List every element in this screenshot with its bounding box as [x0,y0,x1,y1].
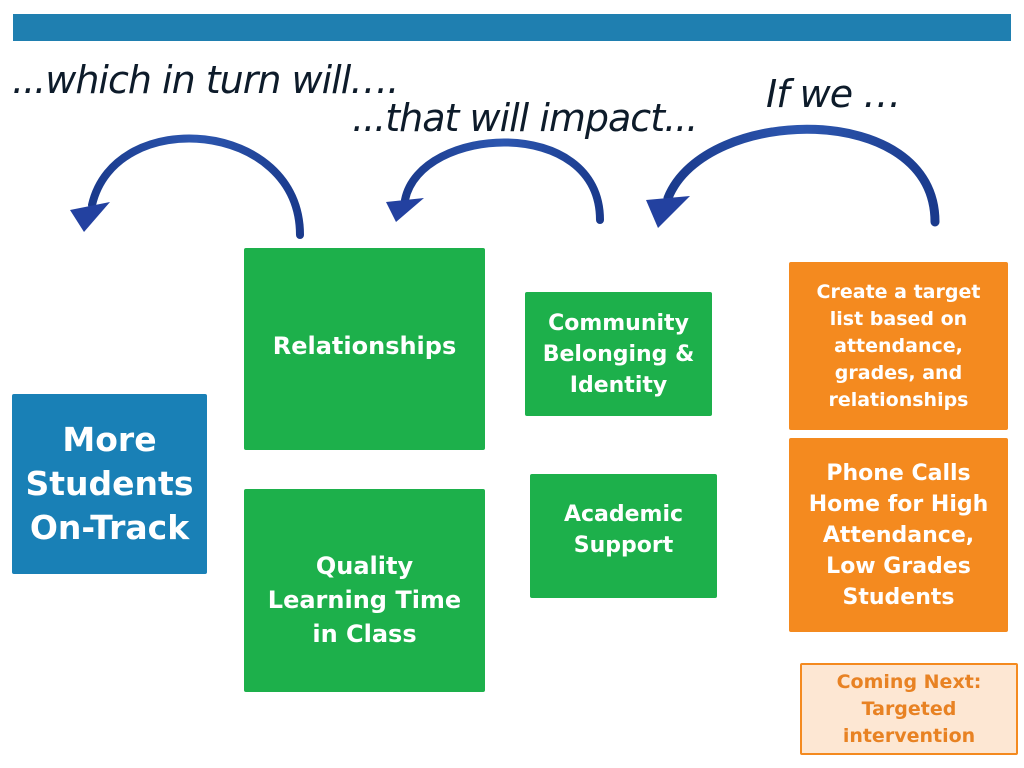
caption-that-will-impact: ...that will impact... [352,96,698,140]
header-bar [13,14,1011,41]
arrow-middle [386,138,604,224]
box-relationships-label: Relationships [272,332,457,360]
box-academic-support: Academic Support [530,474,717,598]
box-community-belonging: Community Belonging & Identity [525,292,712,416]
box-next-label: Coming Next: Targeted intervention [836,670,982,747]
box-community-label: Community Belonging & Identity [542,310,695,398]
box-coming-next: Coming Next: Targeted intervention [800,663,1018,755]
box-phone-calls: Phone Calls Home for High Attendance, Lo… [789,438,1008,632]
caption-which-in-turn: ...which in turn will…. [12,58,399,102]
box-relationships: Relationships [244,248,485,450]
box-target-label: Create a target list based on attendance… [816,280,981,411]
arrow-left [70,134,304,239]
box-more-students-on-track: More Students On-Track [12,394,207,574]
box-create-target-list: Create a target list based on attendance… [789,262,1008,430]
box-students-label: More Students On-Track [25,420,194,547]
arrow-right [646,124,940,228]
caption-if-we: If we … [766,72,901,116]
box-quality-learning-time: Quality Learning Time in Class [244,489,485,692]
box-academic-label: Academic Support [563,502,684,558]
box-quality-label: Quality Learning Time in Class [267,551,462,648]
box-phone-label: Phone Calls Home for High Attendance, Lo… [808,460,989,610]
